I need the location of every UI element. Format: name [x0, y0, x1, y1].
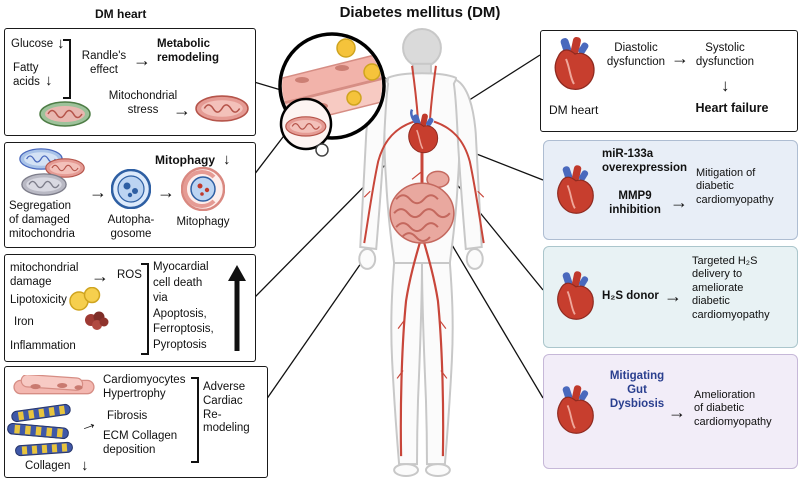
- cardiomyocyte-icon: [13, 375, 95, 395]
- body-left-hand: [358, 248, 377, 270]
- fatty-acids-label: Fatty acids: [13, 62, 40, 89]
- damaged-mitochondrion-icon: [21, 173, 67, 196]
- glucose-label: Glucose: [11, 38, 54, 50]
- arrow-right-icon: →: [670, 192, 688, 212]
- magnifier-circle-outline: [278, 32, 386, 140]
- cardiomyocytes-hypertrophy-label: Cardiomyocytes Hypertrophy: [103, 374, 186, 401]
- fibrosis-label: Fibrosis: [107, 410, 148, 422]
- iron-label: Iron: [14, 316, 34, 328]
- body-right-foot: [424, 463, 451, 478]
- body-head: [402, 27, 442, 68]
- ecm-collagen-label: ECM Collagen deposition: [103, 430, 178, 457]
- dm-heart-label: DM heart: [95, 7, 147, 21]
- arrow-right-icon: →: [76, 411, 100, 437]
- arrow-right-icon: →: [173, 100, 191, 120]
- small-callout-circle: [315, 143, 329, 157]
- h2s-donor-label: H₂S donor: [602, 290, 659, 302]
- gut-dysbiosis-label: Mitigating Gut Dysbiosis: [609, 370, 665, 411]
- mitophagy-title: Mitophagy: [155, 153, 215, 167]
- collagen-fiber-icon: [10, 403, 72, 423]
- body-right-leg: [420, 261, 454, 466]
- autophagosome-label: Autopha- gosome: [107, 214, 155, 241]
- adverse-remodeling-box: Cardiomyocytes Hypertrophy → Fibrosis EC…: [4, 366, 268, 478]
- mir-outcome-label: Mitigation of diabetic cardiomyopathy: [696, 167, 774, 206]
- human-body-illustration: [358, 27, 485, 478]
- lipid-droplets-icon: [69, 287, 101, 311]
- arrow-down-icon: ↓: [721, 76, 730, 95]
- collagen-label: Collagen: [25, 460, 71, 472]
- gut-outcome-label: Amelioration of diabetic cardiomyopathy: [694, 389, 772, 428]
- intestines-illustration: [389, 170, 455, 244]
- gut-dysbiosis-box: Mitigating Gut Dysbiosis → Amelioration …: [543, 354, 798, 469]
- decrease-arrow-icon: ↓: [45, 72, 53, 89]
- heart-failure-label: Heart failure: [695, 101, 769, 115]
- lipid-droplet-icon: [363, 63, 381, 81]
- green-mitochondrion-icon: [39, 101, 91, 127]
- connector-line: [253, 81, 282, 91]
- stressed-mitochondrion-icon: [195, 95, 249, 122]
- h2s-donor-box: H₂S donor → Targeted H₂S delivery to ame…: [543, 246, 798, 348]
- cell-death-box: mitochondrial damage → ROS Lipotoxicity …: [4, 254, 256, 362]
- mir-133a-label: miR-133a overexpression: [602, 148, 688, 175]
- arrow-right-icon: →: [668, 402, 686, 422]
- ros-label: ROS: [117, 269, 142, 281]
- inflammation-cluster-icon: [85, 311, 109, 330]
- diagram-title: Diabetes mellitus (DM): [339, 4, 501, 21]
- lipid-droplet-icon: [336, 38, 356, 58]
- autophagosome-icon: [111, 169, 151, 209]
- connector-line: [435, 217, 544, 399]
- randles-effect-label: Randle's effect: [81, 50, 127, 77]
- mitochondrial-damage-label: mitochondrial damage: [10, 262, 79, 289]
- arrow-right-icon: →: [89, 182, 107, 202]
- arrow-right-icon: →: [664, 286, 682, 306]
- collagen-fiber-icon: [6, 422, 70, 440]
- decrease-arrow-icon: ↓: [81, 457, 89, 474]
- collagen-fiber-icon: [14, 441, 74, 457]
- heart-icon: [554, 37, 595, 91]
- h2s-outcome-label: Targeted H₂S delivery to ameliorate diab…: [692, 255, 770, 321]
- body-left-foot: [393, 463, 420, 478]
- mitophagy-icon: [181, 167, 225, 211]
- mitochondrion-icon: [285, 116, 327, 137]
- arrow-right-icon: →: [91, 266, 109, 286]
- myocardial-cell-death-label: Myocardial cell death via Apoptosis, Fer…: [153, 261, 214, 351]
- mitophagy-label: Mitophagy: [176, 216, 230, 228]
- connector-line: [265, 255, 367, 401]
- heart-icon: [556, 385, 595, 435]
- mitophagy-box: Mitophagy ↓ Segregation of damaged mitoc…: [4, 142, 256, 248]
- inflammation-label: Inflammation: [10, 340, 76, 352]
- body-right-hand: [465, 248, 484, 270]
- heart-icon: [556, 165, 595, 215]
- decrease-arrow-icon: ↓: [57, 35, 65, 52]
- increase-arrow-icon: [228, 265, 246, 351]
- grouping-bracket: [63, 39, 71, 99]
- lipid-droplet-icon: [346, 90, 362, 106]
- metabolic-remodeling-label: Metabolic remodeling: [157, 38, 219, 65]
- mir-mmp9-box: miR-133a overexpression MMP9 inhibition …: [543, 140, 798, 240]
- adverse-remodeling-label: Adverse Cardiac Re- modeling: [203, 381, 250, 435]
- heart-icon: [556, 271, 595, 321]
- mmp9-inhibition-label: MMP9 inhibition: [609, 190, 661, 217]
- arrow-right-icon: →: [157, 182, 175, 202]
- decrease-arrow-icon: ↓: [223, 151, 231, 168]
- mitochondrial-stress-label: Mitochondrial stress: [108, 90, 178, 117]
- dm-heart-caption: DM heart: [549, 103, 599, 117]
- lipotoxicity-label: Lipotoxicity: [10, 294, 67, 306]
- grouping-bracket: [191, 377, 199, 463]
- heart-failure-box: DM heart Diastolic dysfunction → Systoli…: [540, 30, 798, 132]
- systolic-dysfunction-label: Systolic dysfunction: [695, 42, 755, 69]
- arrow-right-icon: →: [133, 50, 151, 70]
- body-right-arm: [452, 78, 483, 251]
- arrow-right-icon: →: [671, 48, 689, 68]
- connector-line: [441, 165, 544, 291]
- grouping-bracket: [141, 263, 149, 355]
- diastolic-dysfunction-label: Diastolic dysfunction: [606, 42, 666, 69]
- segregation-label: Segregation of damaged mitochondria: [9, 200, 75, 241]
- metabolic-remodeling-box: Glucose ↓ Fatty acids ↓ Randle's effect …: [4, 28, 256, 136]
- magnifier-inset: [278, 32, 386, 157]
